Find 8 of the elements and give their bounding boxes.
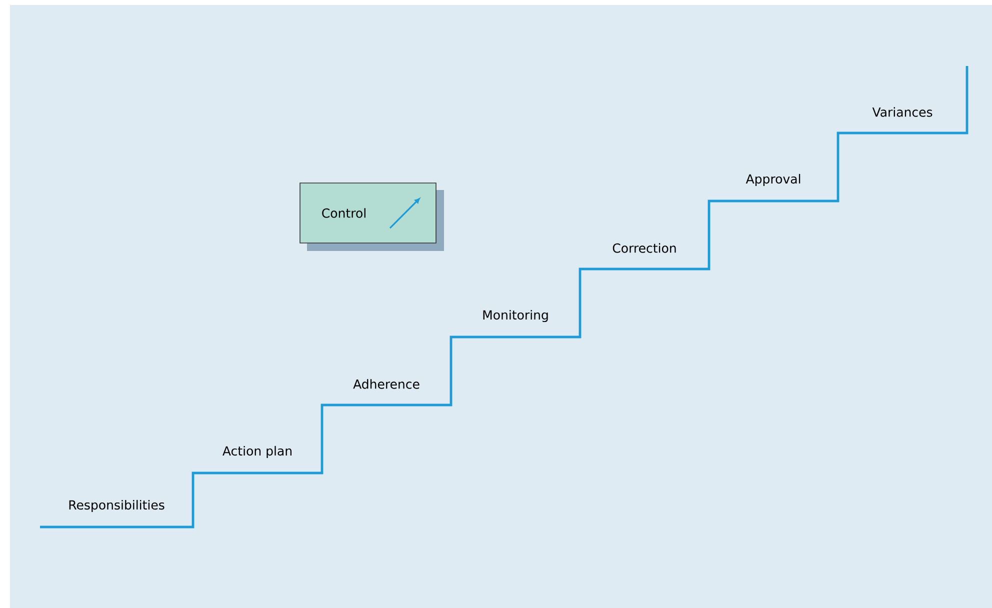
step-label: Variances	[872, 107, 932, 117]
step-label: Correction	[612, 243, 676, 253]
control-box: Control	[300, 182, 436, 244]
step-label: Approval	[746, 174, 800, 186]
step-label: Adherence	[353, 379, 420, 389]
step-label: Monitoring	[483, 310, 548, 322]
step-label: Responsibilities	[69, 500, 164, 512]
step-label: Action plan	[222, 446, 292, 458]
